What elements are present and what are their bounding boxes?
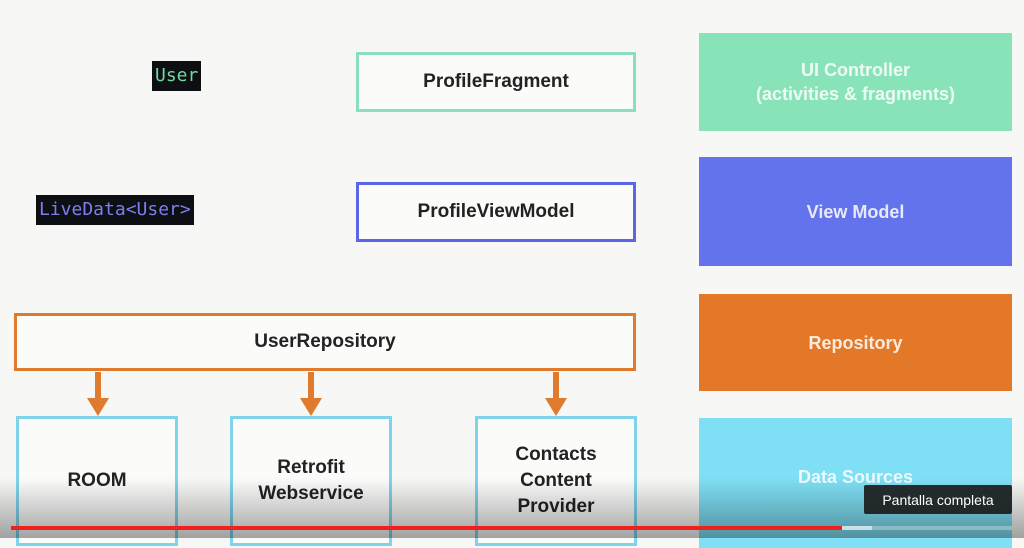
room-box: ROOM	[16, 416, 178, 546]
legend-ui-controller: UI Controller (activities & fragments)	[699, 33, 1012, 131]
contacts-provider-box: Contacts Content Provider	[475, 416, 637, 546]
retrofit-label: Retrofit Webservice	[258, 457, 364, 504]
contacts-provider-label: Contacts Content Provider	[515, 444, 597, 517]
room-label: ROOM	[67, 470, 127, 491]
profile-fragment-box: ProfileFragment	[356, 52, 636, 112]
profile-view-model-box: ProfileViewModel	[356, 182, 636, 242]
profile-fragment-label: ProfileFragment	[423, 71, 569, 92]
arrow-down-icon	[545, 372, 567, 416]
legend-view-model: View Model	[699, 157, 1012, 266]
arrow-down-icon	[87, 372, 109, 416]
fullscreen-tooltip: Pantalla completa	[864, 485, 1012, 514]
user-code-label: User	[152, 61, 202, 91]
played-bar	[11, 526, 842, 530]
video-progress-bar[interactable]	[11, 526, 1012, 530]
legend-repository: Repository	[699, 294, 1012, 391]
legend-view-model-label: View Model	[806, 201, 905, 222]
legend-ui-controller-label: UI Controller (activities & fragments)	[755, 60, 956, 104]
livedata-code-label: LiveData<User>	[36, 195, 194, 225]
retrofit-box: Retrofit Webservice	[230, 416, 392, 546]
user-repository-box: UserRepository	[14, 313, 636, 371]
arrow-down-icon	[300, 372, 322, 416]
user-repository-label: UserRepository	[254, 331, 396, 352]
legend-repository-label: Repository	[808, 332, 903, 353]
legend-data-sources-label: Data Sources	[797, 467, 914, 487]
profile-view-model-label: ProfileViewModel	[417, 201, 575, 222]
